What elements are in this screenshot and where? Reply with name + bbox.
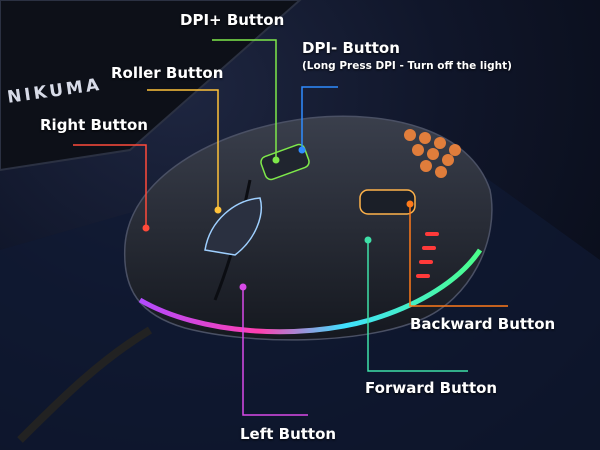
cable [17, 326, 153, 443]
roller-leader [147, 89, 219, 210]
honeycomb-vents [404, 129, 461, 178]
backward-dot [406, 200, 414, 208]
left-dot [239, 283, 247, 291]
right-leader [73, 144, 147, 228]
label-forward: Forward Button [365, 379, 498, 397]
dpi-plus-dot [272, 156, 280, 164]
side-vents [416, 232, 439, 278]
roller-dot [214, 206, 222, 214]
label-backward: Backward Button [410, 315, 556, 333]
dpi-buttons [260, 143, 310, 181]
label-dpi-minus: DPI- Button [302, 39, 400, 57]
rgb-strip [138, 248, 483, 335]
forward-leader [367, 240, 468, 372]
right-dot [142, 224, 150, 232]
mouse-body [123, 115, 493, 341]
backward-leader [409, 204, 508, 307]
label-left: Left Button [240, 425, 337, 443]
forward-dot [364, 236, 372, 244]
scroll-wheel [204, 197, 262, 256]
side-buttons [359, 189, 416, 215]
left-leader [242, 287, 308, 416]
keyboard [0, 0, 302, 172]
dpi-plus-leader [212, 39, 277, 160]
label-roller: Roller Button [111, 64, 224, 82]
label-dpi-minus-note: (Long Press DPI - Turn off the light) [302, 60, 512, 72]
dpi-minus-leader [301, 86, 338, 150]
label-right: Right Button [40, 116, 148, 134]
dpi-minus-dot [298, 146, 306, 154]
label-dpi-plus: DPI+ Button [180, 11, 285, 29]
